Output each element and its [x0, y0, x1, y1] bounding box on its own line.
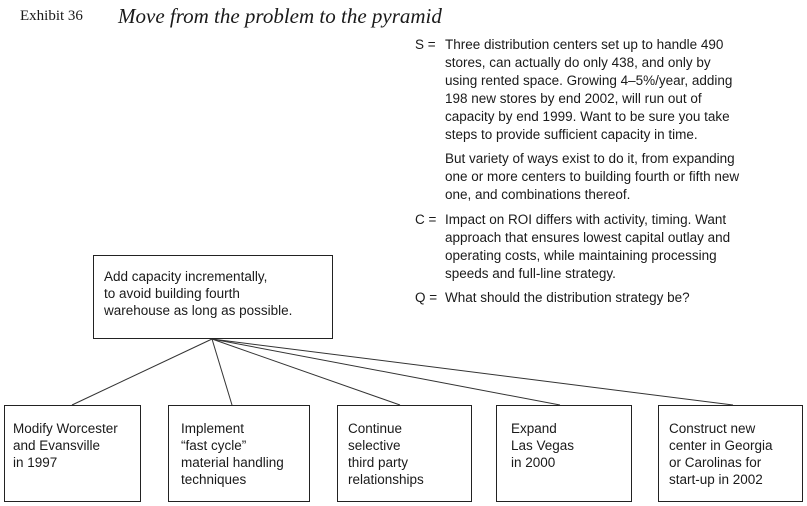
connector-5 [211, 338, 734, 406]
child-box-line: and Evansville [13, 438, 101, 453]
child-box-line: third party [348, 455, 409, 470]
main-point-box: Add capacity incrementally, to avoid bui… [93, 255, 333, 339]
complication-line: approach that ensures lowest capital out… [445, 230, 731, 245]
complication-line: speeds and full-line strategy. [445, 266, 616, 281]
child-box-1: Modify Worcester and Evansville in 1997 [4, 405, 141, 502]
child-box-line: Continue [348, 421, 403, 436]
situation-line: stores, can actually do only 438, and on… [445, 55, 711, 70]
child-box-line: Modify Worcester [13, 421, 118, 436]
question-key: Q = [415, 290, 438, 305]
child-box-line: “fast cycle” [181, 438, 247, 453]
complication-key: C = [415, 212, 437, 227]
situation-line: Three distribution centers set up to han… [445, 37, 724, 52]
child-box-line: in 1997 [13, 455, 58, 470]
complication-line: Impact on ROI differs with activity, tim… [445, 212, 727, 227]
situation-line: capacity by end 1999. Want to be sure yo… [445, 109, 730, 124]
situation-line: one, and combinations thereof. [445, 187, 631, 202]
situation-key: S = [415, 37, 436, 52]
child-box-4: Expand Las Vegas in 2000 [496, 405, 632, 502]
main-point-line: to avoid building fourth [104, 286, 240, 301]
question-block: Q = What should the distribution strateg… [415, 289, 800, 307]
situation-line: 198 new stores by end 2002, will run out… [445, 91, 702, 106]
child-box-line: Expand [511, 421, 557, 436]
main-point-line: Add capacity incrementally, [104, 269, 268, 284]
child-box-2: Implement “fast cycle” material handling… [168, 405, 310, 502]
child-box-line: selective [348, 438, 401, 453]
connector-4 [211, 338, 561, 406]
connector-1 [71, 338, 213, 406]
question-line: What should the distribution strategy be… [445, 290, 690, 305]
child-box-line: material handling [181, 455, 284, 470]
child-box-line: start-up in 2002 [669, 472, 763, 487]
child-box-line: in 2000 [511, 455, 556, 470]
main-point-line: warehouse as long as possible. [104, 303, 293, 318]
child-box-line: relationships [348, 472, 424, 487]
exhibit-label: Exhibit 36 [20, 8, 83, 24]
situation-paragraph-2: But variety of ways exist to do it, from… [445, 150, 800, 204]
child-box-line: techniques [181, 472, 247, 487]
situation-block: S = Three distribution centers set up to… [415, 36, 800, 204]
situation-line: one or more centers to building fourth o… [445, 169, 740, 184]
complication-line: operating costs, while maintaining proce… [445, 248, 717, 263]
situation-line: using rented space. Growing 4–5%/year, a… [445, 73, 733, 88]
child-box-3: Continue selective third party relations… [337, 405, 472, 502]
child-box-line: center in Georgia [669, 438, 773, 453]
complication-block: C = Impact on ROI differs with activity,… [415, 211, 800, 283]
connector-2 [211, 338, 233, 406]
child-box-line: Las Vegas [511, 438, 575, 453]
situation-line: steps to provide sufficient capacity in … [445, 127, 698, 142]
exhibit-title: Move from the problem to the pyramid [118, 4, 442, 28]
situation-line: But variety of ways exist to do it, from… [445, 151, 735, 166]
child-box-line: or Carolinas for [669, 455, 762, 470]
child-box-5: Construct new center in Georgia or Carol… [658, 405, 803, 502]
connector-3 [211, 338, 401, 406]
situation-paragraph-1: Three distribution centers set up to han… [445, 36, 800, 144]
child-box-line: Construct new [669, 421, 756, 436]
child-box-line: Implement [181, 421, 245, 436]
